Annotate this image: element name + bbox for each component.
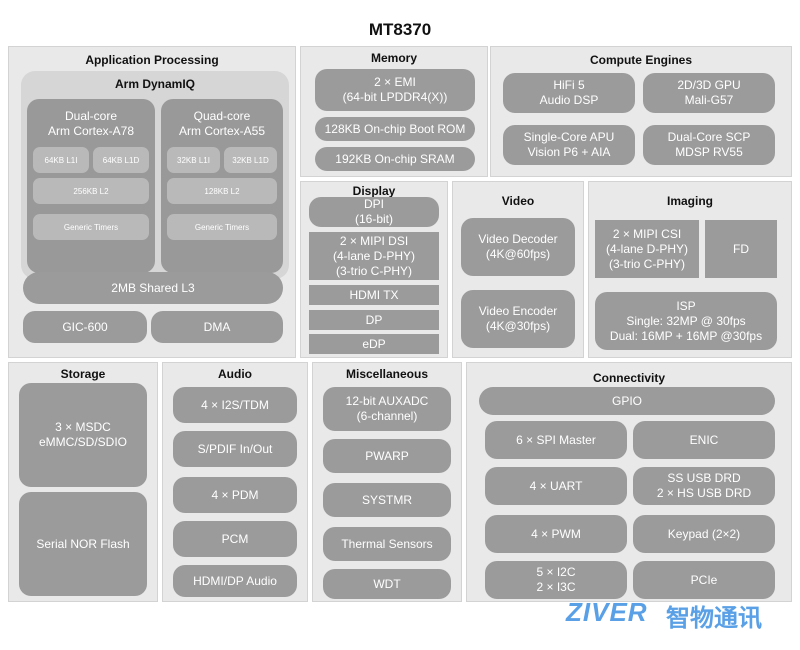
- conn-pwm: 4 × PWM: [485, 515, 627, 553]
- imaging-mipi-csi: 2 × MIPI CSI (4-lane D-PHY) (3-trio C-PH…: [595, 220, 699, 278]
- a78-generic-timers: Generic Timers: [33, 214, 149, 240]
- audio-i2s-tdm: 4 × I2S/TDM: [173, 387, 297, 423]
- conn-i2c-i3c: 5 × I2C 2 × I3C: [485, 561, 627, 599]
- misc-thermal-sensors: Thermal Sensors: [323, 527, 451, 561]
- memory-emi: 2 × EMI (64-bit LPDDR4(X)): [315, 69, 475, 111]
- display-title: Display: [352, 184, 396, 198]
- a55-l1i: 32KB L1I: [167, 147, 220, 173]
- scp-mdsp: Dual-Core SCP MDSP RV55: [643, 125, 775, 165]
- memory-title: Memory: [370, 51, 417, 65]
- misc-auxadc: 12-bit AUXADC (6-channel): [323, 387, 451, 431]
- display-edp: eDP: [309, 334, 439, 354]
- imaging-title: Imaging: [666, 194, 713, 208]
- conn-spi-master: 6 × SPI Master: [485, 421, 627, 459]
- miscellaneous-title: Miscellaneous: [345, 367, 429, 381]
- dma: DMA: [151, 311, 283, 343]
- display-dpi: DPI (16-bit): [309, 197, 439, 227]
- audio-panel: Audio 4 × I2S/TDM S/PDIF In/Out 4 × PDM …: [162, 362, 308, 602]
- imaging-fd: FD: [705, 220, 777, 278]
- conn-gpio: GPIO: [479, 387, 775, 415]
- conn-keypad: Keypad (2×2): [633, 515, 775, 553]
- a78-l1d: 64KB L1D: [93, 147, 149, 173]
- storage-msdc: 3 × MSDC eMMC/SD/SDIO: [19, 383, 147, 487]
- ziver-logo-cjk: 智物通讯: [666, 605, 762, 632]
- cortex-a55-block: Quad-core Arm Cortex-A55 32KB L1I 32KB L…: [161, 99, 283, 273]
- video-encoder: Video Encoder (4K@30fps): [461, 290, 575, 348]
- compute-engines-title: Compute Engines: [589, 53, 692, 67]
- memory-sram: 192KB On-chip SRAM: [315, 147, 475, 171]
- memory-boot-rom: 128KB On-chip Boot ROM: [315, 117, 475, 141]
- shared-l3: 2MB Shared L3: [23, 272, 283, 304]
- audio-pcm: PCM: [173, 521, 297, 557]
- application-processing-title: Application Processing: [85, 53, 219, 67]
- cortex-a78-block: Dual-core Arm Cortex-A78 64KB L1I 64KB L…: [27, 99, 155, 273]
- display-panel: Display DPI (16-bit) 2 × MIPI DSI (4-lan…: [300, 181, 448, 358]
- a55-l1d: 32KB L1D: [224, 147, 277, 173]
- misc-pwarp: PWARP: [323, 439, 451, 473]
- application-processing-panel: Application Processing Arm DynamIQ Dual-…: [8, 46, 296, 358]
- a55-generic-timers: Generic Timers: [167, 214, 277, 240]
- cortex-a78-title: Dual-core Arm Cortex-A78: [47, 109, 135, 138]
- gpu-mali-g57: 2D/3D GPU Mali-G57: [643, 73, 775, 113]
- imaging-panel: Imaging 2 × MIPI CSI (4-lane D-PHY) (3-t…: [588, 181, 792, 358]
- display-hdmi-tx: HDMI TX: [309, 285, 439, 305]
- audio-title: Audio: [218, 367, 252, 381]
- conn-enic: ENIC: [633, 421, 775, 459]
- video-panel: Video Video Decoder (4K@60fps) Video Enc…: [452, 181, 584, 358]
- video-decoder: Video Decoder (4K@60fps): [461, 218, 575, 276]
- apu-vision-p6: Single-Core APU Vision P6 + AIA: [503, 125, 635, 165]
- a55-l2: 128KB L2: [167, 178, 277, 204]
- miscellaneous-panel: Miscellaneous 12-bit AUXADC (6-channel) …: [312, 362, 462, 602]
- display-mipi-dsi: 2 × MIPI DSI (4-lane D-PHY) (3-trio C-PH…: [309, 232, 439, 280]
- ziver-logo: ZIVER: [566, 597, 648, 627]
- storage-panel: Storage 3 × MSDC eMMC/SD/SDIO Serial NOR…: [8, 362, 158, 602]
- conn-pcie: PCIe: [633, 561, 775, 599]
- storage-nor-flash: Serial NOR Flash: [19, 492, 147, 596]
- audio-pdm: 4 × PDM: [173, 477, 297, 513]
- memory-panel: Memory 2 × EMI (64-bit LPDDR4(X)) 128KB …: [300, 46, 488, 177]
- arm-dynamiq-title: Arm DynamIQ: [114, 77, 196, 91]
- display-dp: DP: [309, 310, 439, 330]
- a78-l1i: 64KB L1I: [33, 147, 89, 173]
- gic-600: GIC-600: [23, 311, 147, 343]
- misc-systmr: SYSTMR: [323, 483, 451, 517]
- connectivity-title: Connectivity: [592, 371, 665, 385]
- a78-l2: 256KB L2: [33, 178, 149, 204]
- conn-uart: 4 × UART: [485, 467, 627, 505]
- hifi5-dsp: HiFi 5 Audio DSP: [503, 73, 635, 113]
- video-title: Video: [501, 194, 535, 208]
- audio-spdif: S/PDIF In/Out: [173, 431, 297, 467]
- imaging-isp: ISP Single: 32MP @ 30fps Dual: 16MP + 16…: [595, 292, 777, 350]
- compute-engines-panel: Compute Engines HiFi 5 Audio DSP 2D/3D G…: [490, 46, 792, 177]
- connectivity-panel: Connectivity GPIO 6 × SPI Master ENIC 4 …: [466, 362, 792, 602]
- cortex-a55-title: Quad-core Arm Cortex-A55: [178, 109, 266, 138]
- audio-hdmi-dp: HDMI/DP Audio: [173, 565, 297, 597]
- arm-dynamiq-cluster: Arm DynamIQ Dual-core Arm Cortex-A78 64K…: [21, 71, 289, 279]
- diagram-title: MT8370: [368, 20, 432, 39]
- conn-usb: SS USB DRD 2 × HS USB DRD: [633, 467, 775, 505]
- misc-wdt: WDT: [323, 569, 451, 599]
- storage-title: Storage: [60, 367, 106, 381]
